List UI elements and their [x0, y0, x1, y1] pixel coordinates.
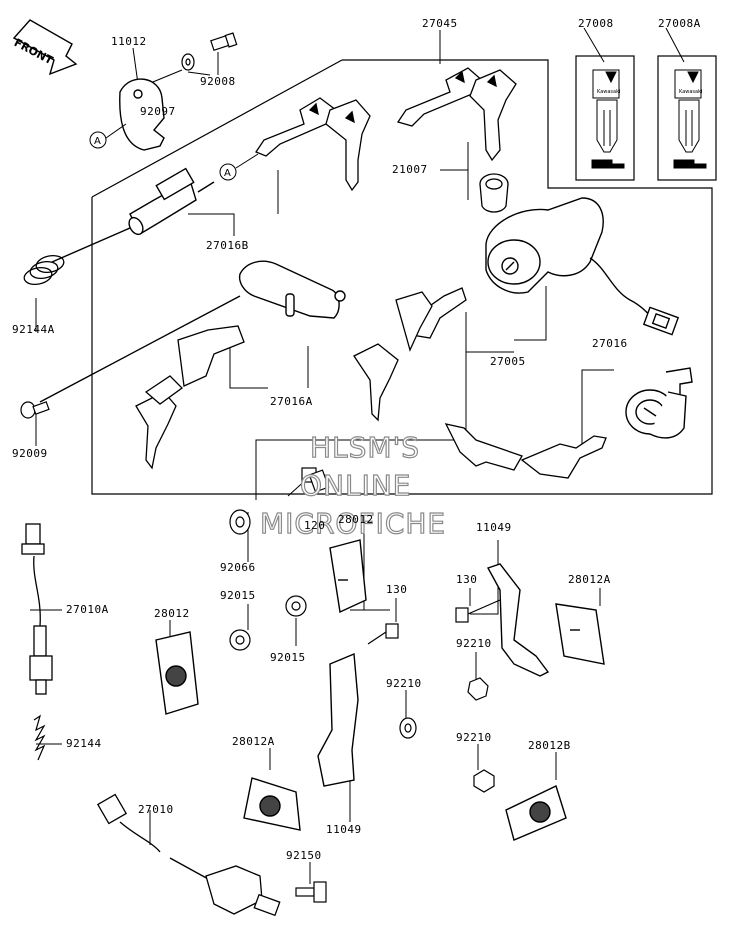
assembly-outline — [91, 59, 713, 495]
keys-27016B — [255, 97, 371, 192]
label-92008: 92008 — [200, 75, 236, 88]
label-92210-mid: 92210 — [386, 677, 422, 690]
washer-92015-mid — [285, 595, 307, 617]
spring-92144 — [33, 714, 46, 761]
keys-27016A — [135, 325, 245, 470]
label-28012B: 28012B — [528, 739, 571, 752]
key-card-27008 — [591, 69, 625, 169]
key-card-box-27008A — [657, 55, 717, 181]
front-arrow-icon — [12, 19, 78, 76]
label-27005: 27005 — [490, 355, 526, 368]
label-92144A: 92144A — [12, 323, 55, 336]
switch-27010 — [96, 793, 281, 917]
label-92066: 92066 — [220, 561, 256, 574]
bolt-130-mid — [367, 623, 399, 645]
ignition-switch-27005 — [485, 197, 680, 336]
reflector-28012A-left — [243, 777, 301, 831]
watermark-line-2: ONLINE — [299, 469, 412, 502]
label-92015-left: 92015 — [220, 589, 256, 602]
label-28012A-right: 28012A — [568, 573, 611, 586]
callout-a-right-text: A — [224, 168, 231, 179]
nut-92210-mid — [399, 717, 417, 739]
reflector-28012-left — [155, 631, 199, 715]
washer-92097 — [181, 53, 195, 71]
label-120: 120 — [304, 519, 326, 532]
bolt-92008 — [210, 32, 238, 51]
wire-harness-27010A — [21, 523, 53, 695]
watermark-line-1: HLSM'S — [309, 431, 421, 464]
key-card-box-27008 — [575, 55, 635, 181]
key-card-27008A — [673, 69, 707, 169]
label-92097: 92097 — [140, 105, 176, 118]
label-11012: 11012 — [111, 35, 147, 48]
label-92144: 92144 — [66, 737, 102, 750]
label-27045: 27045 — [422, 17, 458, 30]
label-27016B: 27016B — [206, 239, 249, 252]
lock-body-27016A — [39, 260, 346, 403]
label-27008A: 27008A — [658, 17, 701, 30]
label-27016A: 27016A — [270, 395, 313, 408]
assembly-outline-diagonal — [91, 59, 343, 198]
gas-cap-lock-27016 — [625, 367, 693, 439]
keys-27016 — [444, 423, 607, 479]
grommet-92066 — [229, 509, 251, 535]
label-130-right: 130 — [456, 573, 478, 586]
bracket-11049-right — [486, 563, 550, 677]
label-92210-low: 92210 — [456, 731, 492, 744]
keys-27045 — [396, 67, 517, 162]
nut-92210-low — [473, 769, 495, 793]
bolt-92150 — [295, 881, 327, 903]
label-28012-top: 28012 — [338, 513, 374, 526]
label-27008: 27008 — [578, 17, 614, 30]
reflector-28012B — [505, 785, 567, 841]
callout-a-left — [89, 131, 107, 149]
label-92150: 92150 — [286, 849, 322, 862]
callout-a-left-text: A — [94, 136, 101, 147]
nut-92210-right — [467, 677, 489, 701]
reflector-28012A-right — [555, 603, 605, 665]
keys-27005 — [353, 287, 467, 422]
spring-92144A — [23, 255, 65, 285]
key-card-brand-27008A: Kawasaki — [679, 89, 702, 95]
reflector-28012-top — [329, 539, 367, 614]
label-92009: 92009 — [12, 447, 48, 460]
washer-92015-left — [229, 629, 251, 651]
cap-21007 — [479, 173, 509, 213]
watermark-line-3: MICROFICHE — [259, 507, 447, 540]
label-27016: 27016 — [592, 337, 628, 350]
label-27010A: 27010A — [66, 603, 109, 616]
label-130-mid: 130 — [386, 583, 408, 596]
label-27010: 27010 — [138, 803, 174, 816]
label-92015-mid: 92015 — [270, 651, 306, 664]
label-11049-right: 11049 — [476, 521, 512, 534]
screw-92009 — [20, 401, 50, 419]
lock-cylinder-27016B — [51, 167, 215, 263]
label-28012-left: 28012 — [154, 607, 190, 620]
key-card-brand-27008: Kawasaki — [597, 89, 620, 95]
label-21007: 21007 — [392, 163, 428, 176]
bolt-130-right — [455, 599, 501, 623]
callout-a-right — [219, 163, 237, 181]
bolt-120 — [301, 467, 330, 493]
bracket-11049-bottom — [317, 652, 359, 787]
label-92210-right: 92210 — [456, 637, 492, 650]
label-11049-bottom: 11049 — [326, 823, 362, 836]
label-28012A-left: 28012A — [232, 735, 275, 748]
